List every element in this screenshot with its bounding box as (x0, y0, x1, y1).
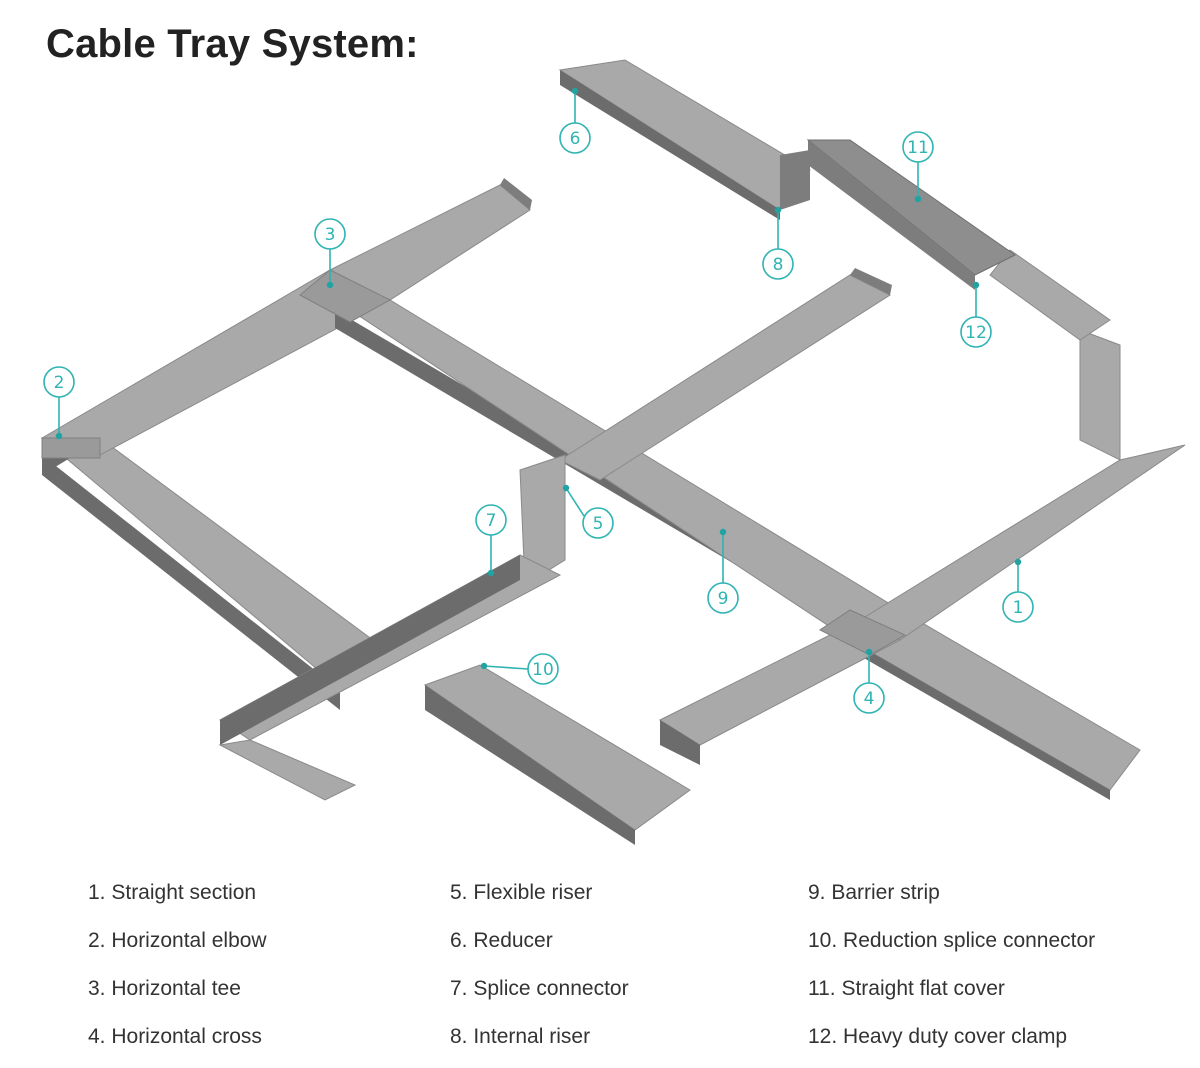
callout-5: 5 (562, 484, 614, 539)
legend-item: 7. Splice connector (450, 977, 629, 1000)
tray-right-upper-run (218, 268, 892, 801)
legend-column-1: 1. Straight section 2. Horizontal elbow … (88, 876, 267, 1068)
tray-right-loop (658, 249, 1186, 765)
callout-number: 1 (1013, 598, 1024, 618)
page-title: Cable Tray System: (46, 22, 419, 66)
callout-ring (707, 582, 739, 614)
callout-anchor-dot (55, 432, 63, 440)
callout-number: 5 (593, 514, 604, 534)
callout-ring (559, 122, 591, 154)
callout-ring (527, 653, 559, 685)
legend-item: 5. Flexible riser (450, 881, 593, 904)
tray-top-left-run (40, 178, 532, 475)
callout-leader-line (565, 487, 585, 517)
callout-ring (475, 504, 507, 536)
legend-item: 9. Barrier strip (808, 881, 940, 904)
tray-bottom-wide (423, 664, 691, 845)
callout-2: 2 (43, 366, 75, 440)
callout-number: 6 (570, 129, 581, 149)
callout-ring (582, 507, 614, 539)
callout-number: 4 (864, 689, 875, 709)
legend-item: 2. Horizontal elbow (88, 929, 267, 952)
flat-cover (806, 139, 1016, 290)
callout-6: 6 (559, 87, 591, 154)
callout-leader-line (483, 665, 529, 670)
legend: 1. Straight section 2. Horizontal elbow … (0, 876, 1200, 1056)
legend-item: 8. Internal riser (450, 1025, 591, 1048)
callout-anchor-dot (914, 195, 922, 203)
callout-number: 3 (325, 225, 336, 245)
callout-ring (314, 218, 346, 250)
callout-ring (902, 131, 934, 163)
callout-number: 9 (718, 589, 729, 609)
callout-anchor-dot (865, 648, 873, 656)
callout-ring (853, 682, 885, 714)
callout-number: 8 (773, 255, 784, 275)
callout-anchor-dot (562, 484, 570, 492)
callout-number: 11 (907, 138, 929, 158)
callout-number: 2 (54, 373, 65, 393)
callout-number: 7 (486, 511, 497, 531)
callout-anchor-dot (480, 662, 488, 670)
legend-item: 3. Horizontal tee (88, 977, 241, 1000)
legend-item: 6. Reducer (450, 929, 553, 952)
callout-4: 4 (853, 648, 885, 714)
legend-column-3: 9. Barrier strip 10. Reduction splice co… (808, 876, 1095, 1068)
legend-item: 4. Horizontal cross (88, 1025, 262, 1048)
callout-3: 3 (314, 218, 346, 289)
callout-anchor-dot (719, 528, 727, 536)
callout-ring (1002, 591, 1034, 623)
callout-7: 7 (475, 504, 507, 577)
callout-anchor-dot (1014, 558, 1022, 566)
callout-ring (960, 316, 992, 348)
callout-number: 12 (965, 323, 987, 343)
legend-column-2: 5. Flexible riser 6. Reducer 7. Splice c… (450, 876, 629, 1068)
callout-9: 9 (707, 528, 739, 614)
callout-1: 1 (1002, 558, 1034, 623)
legend-item: 1. Straight section (88, 881, 257, 904)
callout-anchor-dot (487, 569, 495, 577)
callout-anchor-dot (774, 206, 782, 214)
tray-top-reducer-run (558, 59, 811, 220)
callout-8: 8 (762, 206, 794, 280)
callout-number: 10 (532, 660, 554, 680)
legend-item: 12. Heavy duty cover clamp (808, 1025, 1068, 1048)
callout-anchor-dot (972, 281, 980, 289)
legend-item: 10. Reduction splice connector (808, 929, 1096, 952)
callout-12: 12 (960, 281, 992, 348)
callout-ring (762, 248, 794, 280)
callout-ring (43, 366, 75, 398)
legend-item: 11. Straight flat cover (808, 977, 1005, 1000)
callout-10: 10 (480, 653, 559, 685)
callout-11: 11 (902, 131, 934, 203)
callout-anchor-dot (571, 87, 579, 95)
callout-anchor-dot (326, 281, 334, 289)
